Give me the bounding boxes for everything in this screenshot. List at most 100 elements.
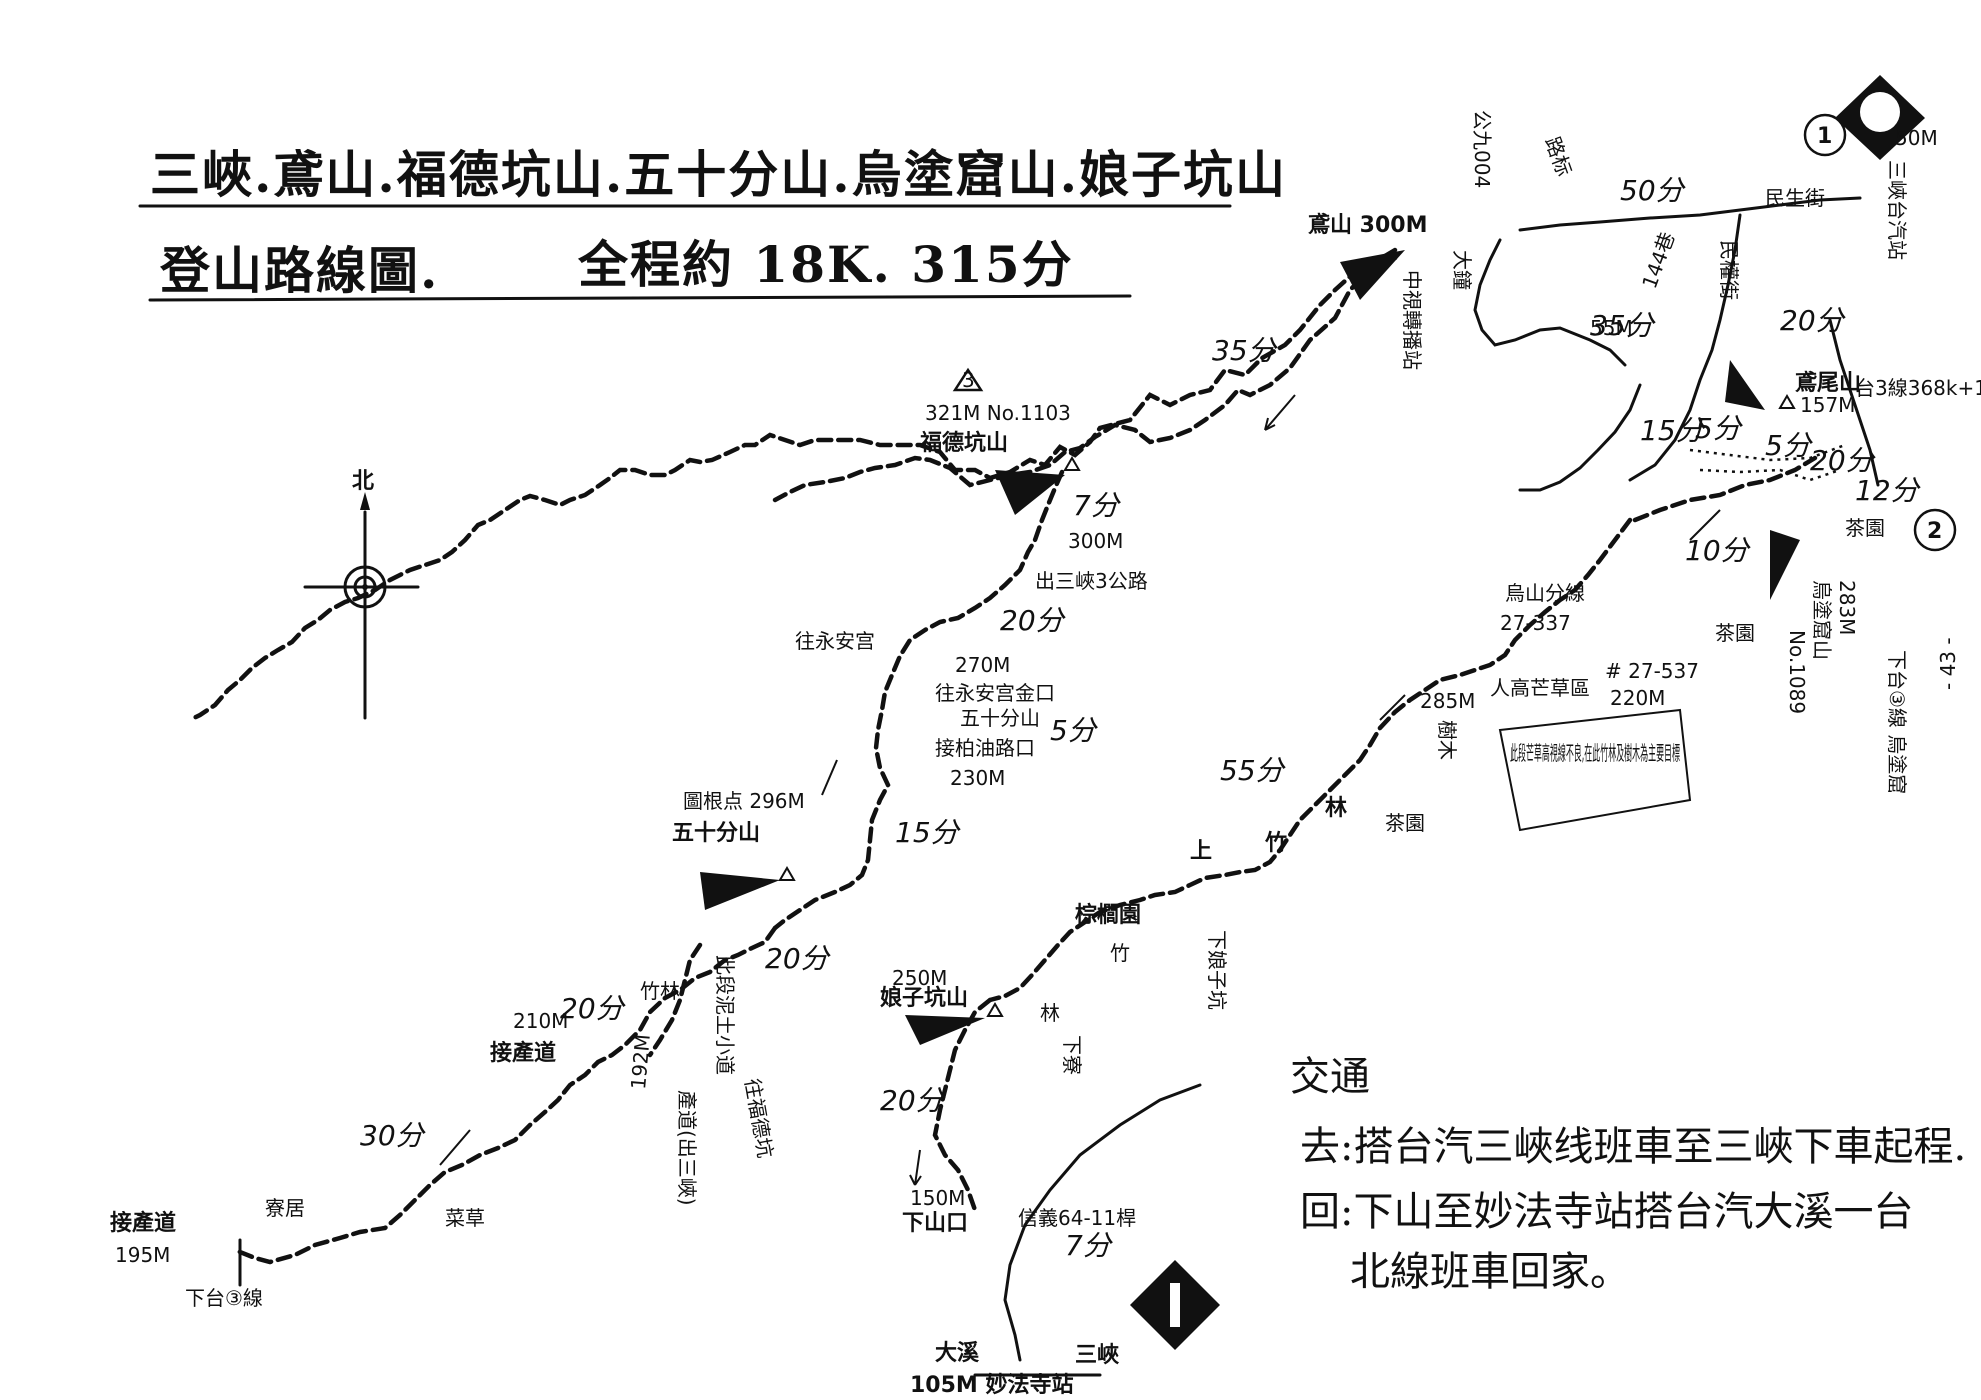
marker-3-label: 3 bbox=[962, 368, 975, 392]
peak-flag-niangzikeng bbox=[905, 1015, 985, 1045]
label-fudekeng: 福德坑山 bbox=[919, 430, 1008, 456]
road-sanxia-minquan bbox=[1518, 196, 1862, 232]
marker-circle-1 bbox=[1803, 113, 1847, 157]
label-minquan: 民權街 bbox=[1717, 240, 1741, 300]
label-minsheng: 民生街 bbox=[1765, 186, 1825, 210]
marker-1-alt: 50M bbox=[1895, 126, 1938, 150]
label-shumu: 樹木 bbox=[1435, 720, 1459, 760]
label-xia-road: 下寮 bbox=[1060, 1035, 1084, 1075]
label-zongling: 棕櫚園 bbox=[1075, 902, 1141, 928]
label-lin3: 林 bbox=[1040, 1001, 1060, 1025]
route-segment-fude-wushifen bbox=[772, 469, 1065, 931]
main-trail bbox=[187, 247, 1398, 723]
label-yongan: 往永安宫 bbox=[795, 629, 875, 653]
marker-circle-2 bbox=[1913, 508, 1957, 552]
time-8: 15分 bbox=[895, 816, 962, 849]
label-jie-road: 接柏油路口 bbox=[935, 736, 1035, 760]
summit-triangle-icon bbox=[778, 866, 796, 881]
label-miaofa: 105M 妙法寺站 bbox=[910, 1372, 1073, 1398]
label-to-sanxia-road: 出三峽3公路 bbox=[1035, 569, 1148, 593]
time-6: 20分 bbox=[1000, 604, 1067, 637]
label-daxi: 大溪 bbox=[935, 1341, 980, 1366]
summit-triangle-icon bbox=[986, 1002, 1004, 1017]
label-jinkou: 往永安宫金口 bbox=[935, 681, 1055, 705]
label-xinyi: 信義64-11桿 bbox=[1018, 1206, 1136, 1230]
time-4: 35分 bbox=[1590, 309, 1657, 342]
peak-flag-yuanweishan bbox=[1725, 360, 1765, 410]
time-20: 5分 bbox=[1765, 429, 1814, 462]
title-line2: 登山路線圖. bbox=[159, 241, 439, 300]
label-guest-sign: 公九004 bbox=[1470, 110, 1494, 188]
time-9: 20分 bbox=[765, 942, 832, 975]
label-wushan-branch: 烏山分線 bbox=[1505, 581, 1585, 605]
label-alt-150: 150M bbox=[910, 1186, 965, 1210]
label-yuanshan: 鳶山 300M bbox=[1308, 212, 1427, 238]
time-10: 20分 bbox=[560, 992, 627, 1025]
route-segment-niangzi-east bbox=[1632, 455, 1818, 523]
label-ren-grass: 人高芒草區 bbox=[1490, 676, 1590, 700]
label-zhulin3: 竹 bbox=[1110, 941, 1130, 965]
label-xia-tai: 下台③線 烏塗窟 bbox=[1885, 650, 1909, 794]
traffic-heading: 交通 bbox=[1290, 1054, 1370, 1100]
marker-triangle-3 bbox=[952, 367, 984, 392]
view-note-box bbox=[1498, 708, 1692, 832]
label-jinkou-sub: 五十分山 bbox=[960, 706, 1040, 730]
time-15: 20分 bbox=[1810, 444, 1877, 477]
peak-flag-wushifen bbox=[700, 872, 780, 910]
label-niangzi-alt: 250M bbox=[892, 966, 947, 990]
label-jiechandao-alt: 195M bbox=[115, 1243, 170, 1267]
title-underline-2 bbox=[148, 294, 1132, 302]
label-xia-huan: 下台③線 bbox=[185, 1286, 263, 1310]
time-13: 10分 bbox=[1685, 534, 1752, 567]
time-17: 7分 bbox=[1065, 1229, 1114, 1262]
route-segment-niangzi bbox=[987, 517, 1633, 1003]
label-alt-220: 220M bbox=[1610, 686, 1665, 710]
label-sanxia-end: 三峽 bbox=[1075, 1343, 1120, 1368]
label-chayuan3: 茶園 bbox=[1845, 516, 1885, 540]
marker-2-label: 2 bbox=[1927, 519, 1942, 544]
time-18: 15分 bbox=[1640, 414, 1707, 447]
route-segment-wushifen-sandao bbox=[232, 925, 778, 1265]
label-bridge-note: 台3線368k+195 bbox=[1855, 376, 1981, 400]
time-5: 7分 bbox=[1073, 489, 1122, 522]
summit-triangle-icon bbox=[1778, 394, 1796, 409]
label-zone-55m: 55M bbox=[1590, 316, 1633, 340]
label-to-fude: 往福德坑 bbox=[740, 1077, 778, 1160]
label-niao-num: No.1089 bbox=[1785, 630, 1809, 714]
label-alt-283: 283M bbox=[1835, 580, 1859, 635]
road-river-2 bbox=[1518, 383, 1642, 492]
label-niao-sign: 烏塗窟山 bbox=[1810, 580, 1834, 660]
north-label: 北 bbox=[352, 469, 374, 494]
label-27-537: # 27-537 bbox=[1605, 659, 1699, 683]
label-300m: 300M bbox=[1068, 529, 1123, 553]
summit-triangle-icon bbox=[1063, 456, 1081, 471]
label-zuopei: 菜草 bbox=[445, 1206, 485, 1230]
time-12: 55分 bbox=[1220, 754, 1287, 787]
label-xia-niangzi: 下娘子坑 bbox=[1205, 930, 1229, 1010]
route-segment-yuanshan-fude bbox=[772, 255, 1398, 503]
label-wushifen: 五十分山 bbox=[672, 821, 760, 846]
peak-flag-fudekeng bbox=[995, 470, 1065, 515]
traffic-go: 去:搭台汽三峽线班車至三峽下車起程. bbox=[1300, 1124, 1966, 1170]
label-path-note: 此段泥土小道 bbox=[713, 955, 737, 1075]
time-16: 20分 bbox=[880, 1084, 947, 1117]
label-yuanweishan: 鳶尾山 bbox=[1795, 370, 1861, 396]
peak-flag-wutuku bbox=[1770, 530, 1800, 600]
label-xia-shan: 下山口 bbox=[902, 1211, 968, 1236]
label-dazhong: 大鐘 bbox=[1450, 250, 1474, 290]
label-shang: 上 bbox=[1190, 839, 1212, 864]
label-road-num: 192M bbox=[626, 1033, 655, 1090]
label-wutu-alt: 210M bbox=[513, 1009, 568, 1033]
label-tv-station: 中視轉播站 bbox=[1400, 270, 1424, 370]
label-zhu: 竹 bbox=[1264, 830, 1287, 856]
road-minquan-street bbox=[1628, 213, 1742, 482]
label-wushifen-top: 圖根点 296M bbox=[683, 789, 805, 813]
label-jiechandao: 接產道 bbox=[110, 1210, 176, 1236]
end-marker-icon bbox=[1130, 1260, 1220, 1350]
north-compass-icon bbox=[303, 492, 420, 720]
label-jie-road-alt: 230M bbox=[950, 766, 1005, 790]
time-2: 35分 bbox=[1212, 334, 1279, 367]
road-miaofa bbox=[1003, 1083, 1202, 1362]
label-alt-285: 285M bbox=[1420, 689, 1475, 713]
label-yuanweishan-alt: 157M bbox=[1800, 393, 1855, 417]
